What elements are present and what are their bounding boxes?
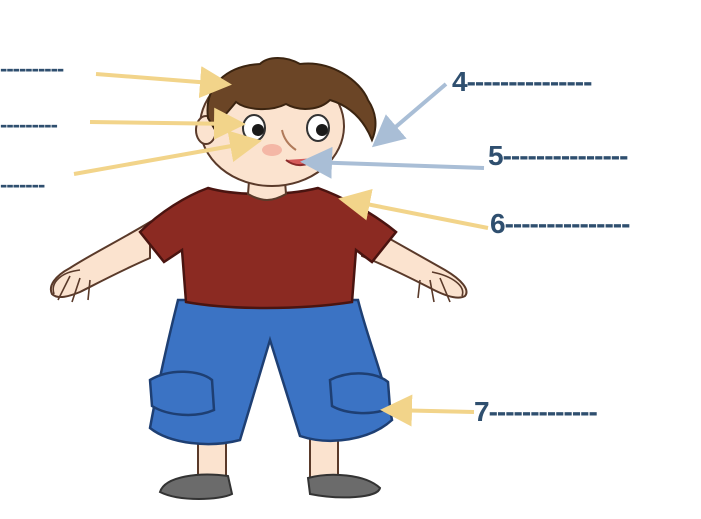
label-6-number: 6 xyxy=(490,208,505,239)
label-4-number: 4 xyxy=(452,66,467,97)
label-3-blank: ------- xyxy=(0,172,44,198)
label-7-number: 7 xyxy=(474,396,489,427)
label-5-blank: --------------- xyxy=(503,140,628,171)
label-7: 7------------- xyxy=(474,396,597,428)
label-4-blank: --------------- xyxy=(467,66,592,97)
arrow-icon xyxy=(74,142,254,174)
arrow-icon xyxy=(308,162,484,168)
label-6: 6--------------- xyxy=(490,208,629,240)
label-4: 4--------------- xyxy=(452,66,591,98)
label-6-blank: --------------- xyxy=(505,208,630,239)
label-5-number: 5 xyxy=(488,140,503,171)
arrow-icon xyxy=(90,122,238,124)
label-1-blank: ---------- xyxy=(0,56,63,82)
arrow-icon xyxy=(378,84,446,142)
arrow-icon xyxy=(96,74,224,84)
label-2-blank: --------- xyxy=(0,112,57,138)
arrow-icon xyxy=(346,200,488,228)
label-5: 5--------------- xyxy=(488,140,627,172)
arrow-icon xyxy=(388,410,474,412)
label-7-blank: ------------- xyxy=(489,396,597,427)
